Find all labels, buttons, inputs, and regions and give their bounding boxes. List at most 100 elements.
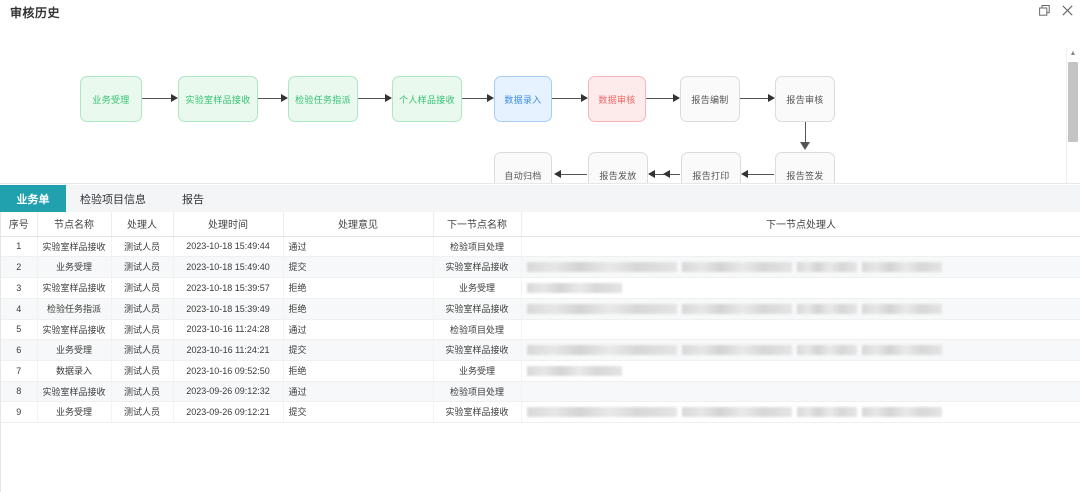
arrowhead-n7-n8: [768, 94, 775, 102]
cell-opinion: 拒绝: [283, 360, 434, 382]
cell-time: 2023-10-16 09:52:50: [173, 360, 284, 382]
tab-label: 检验项目信息: [80, 193, 146, 206]
workflow-node-n6[interactable]: 数据审核: [588, 76, 646, 122]
cell-next_user: [521, 339, 1080, 361]
arrowhead-n2-n3: [281, 94, 288, 102]
cell-next_user: [521, 298, 1080, 320]
redaction-bar: [861, 261, 942, 272]
cell-idx: 4: [1, 298, 38, 320]
redaction-bar: [526, 344, 677, 355]
cell-node: 业务受理: [37, 339, 112, 361]
tab-0-active[interactable]: 业务单: [0, 185, 66, 212]
cell-opinion: 提交: [283, 339, 434, 361]
workflow-node-n12[interactable]: 自动归档: [494, 152, 552, 183]
cell-idx: 1: [1, 236, 38, 257]
workflow-node-n8[interactable]: 报告审核: [775, 76, 835, 122]
column-header-node[interactable]: 节点名称: [37, 212, 112, 237]
redaction-bar: [681, 303, 792, 314]
workflow-node-n1[interactable]: 业务受理: [80, 76, 142, 122]
cell-time: 2023-10-16 11:24:21: [173, 339, 284, 361]
tab-1[interactable]: 检验项目信息: [66, 185, 160, 212]
cell-opinion: 通过: [283, 381, 434, 402]
workflow-node-label: 报告审核: [786, 94, 824, 105]
column-header-idx[interactable]: 序号: [1, 212, 38, 237]
close-window-icon[interactable]: [1060, 3, 1074, 17]
tab-bar: 业务单 检验项目信息 报告: [0, 185, 1080, 212]
cell-idx: 7: [1, 360, 38, 382]
column-header-handler[interactable]: 处理人: [111, 212, 174, 237]
cell-node: 实验室样品接收: [37, 319, 112, 340]
arrowhead-n9-n10: [741, 170, 748, 178]
cell-next_user: [521, 319, 1080, 340]
column-header-opinion[interactable]: 处理意见: [283, 212, 434, 237]
workflow-node-n7[interactable]: 报告编制: [680, 76, 740, 122]
workflow-node-label: 报告签发: [786, 170, 824, 181]
connector-n6-n7: [646, 98, 673, 99]
window-controls: [1037, 3, 1074, 17]
connector-n3-n4: [358, 98, 385, 99]
redaction-bar: [526, 365, 622, 376]
tab-2[interactable]: 报告: [160, 185, 226, 212]
cell-next_node: 实验室样品接收: [433, 256, 522, 278]
window-titlebar: 审核历史: [0, 0, 1080, 24]
cell-next_node: 业务受理: [433, 277, 522, 299]
arrowhead-n10-n11-b: [663, 170, 670, 178]
connector-n1-n2: [142, 98, 171, 99]
cell-next_node: 实验室样品接收: [433, 298, 522, 320]
workflow-node-n5[interactable]: 数据录入: [494, 76, 552, 122]
restore-window-icon[interactable]: [1037, 3, 1051, 17]
cell-next_node: 实验室样品接收: [433, 339, 522, 361]
column-header-next_node[interactable]: 下一节点名称: [433, 212, 522, 237]
workflow-node-n9[interactable]: 报告签发: [775, 152, 835, 183]
cell-node: 实验室样品接收: [37, 381, 112, 402]
cell-node: 实验室样品接收: [37, 277, 112, 299]
tab-label: 报告: [182, 193, 204, 206]
redacted-content: [526, 257, 1076, 277]
arrowhead-n6-n7: [673, 94, 680, 102]
connector-n7-n8: [740, 98, 768, 99]
column-header-next_user[interactable]: 下一节点处理人: [521, 212, 1080, 237]
arrowhead-n3-n4: [385, 94, 392, 102]
redacted-content: [526, 402, 1076, 422]
cell-next_node: 检验项目处理: [433, 319, 522, 340]
workflow-scrollbar[interactable]: ▲ ▼: [1066, 48, 1078, 183]
redacted-content: [526, 361, 1076, 381]
cell-handler: 测试人员: [111, 360, 174, 382]
cell-opinion: 通过: [283, 319, 434, 340]
workflow-node-label: 自动归档: [504, 170, 542, 181]
workflow-node-label: 数据录入: [504, 94, 542, 105]
scroll-thumb[interactable]: [1068, 62, 1078, 142]
workflow-node-label: 个人样品接收: [399, 94, 455, 105]
cell-next_node: 检验项目处理: [433, 236, 522, 257]
close-glyph: [1061, 4, 1073, 16]
column-header-time[interactable]: 处理时间: [173, 212, 284, 237]
cell-opinion: 通过: [283, 236, 434, 257]
workflow-node-n2[interactable]: 实验室样品接收: [178, 76, 258, 122]
workflow-node-n3[interactable]: 检验任务指派: [288, 76, 358, 122]
cell-handler: 测试人员: [111, 339, 174, 361]
cell-node: 实验室样品接收: [37, 236, 112, 257]
arrowhead-n8-n9: [800, 142, 810, 150]
cell-time: 2023-10-18 15:49:40: [173, 256, 284, 278]
scroll-up-icon[interactable]: ▲: [1069, 50, 1077, 57]
arrowhead-n1-n2: [171, 94, 178, 102]
cell-next_user: [521, 236, 1080, 257]
workflow-node-n11[interactable]: 报告发放: [588, 152, 648, 183]
redaction-bar: [796, 406, 857, 417]
workflow-node-n4[interactable]: 个人样品接收: [392, 76, 462, 122]
cell-opinion: 提交: [283, 256, 434, 278]
workflow-node-n10[interactable]: 报告打印: [681, 152, 741, 183]
cell-handler: 测试人员: [111, 381, 174, 402]
cell-node: 业务受理: [37, 401, 112, 423]
